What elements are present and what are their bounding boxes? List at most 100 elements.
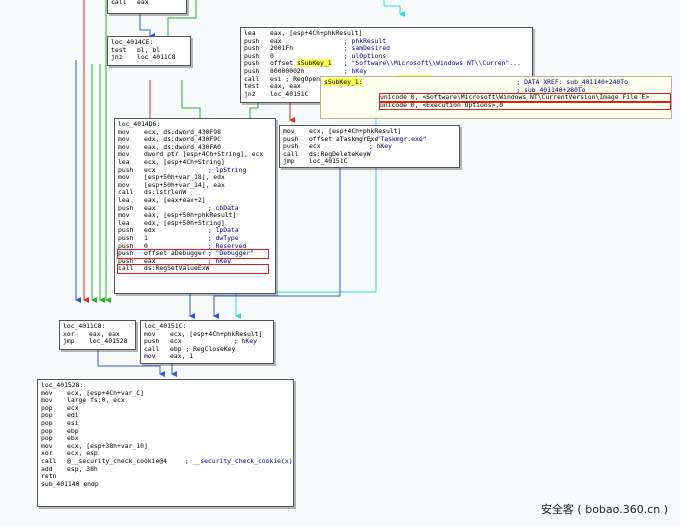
asm-operand[interactable]: eax, 1 bbox=[170, 352, 194, 361]
asm-operand[interactable]: esp, 38h bbox=[67, 464, 98, 473]
asm-operand[interactable]: 1 bbox=[144, 233, 148, 242]
asm-line[interactable]: mov[esp+50h+var_14], eax bbox=[118, 180, 272, 190]
asm-operand[interactable]: eax, [esp+4Ch+phkResult] bbox=[270, 29, 363, 37]
asm-operand[interactable]: eax, [eax+eax+2] bbox=[144, 195, 206, 204]
asm-label[interactable]: loc_40151C: bbox=[144, 322, 187, 330]
asm-operand[interactable]: edx, [esp+50h+String] bbox=[144, 218, 225, 227]
asm-line[interactable]: loc_4014CE: bbox=[111, 38, 187, 47]
asm-line[interactable]: loc_401528: bbox=[41, 381, 290, 390]
asm-operand[interactable]: offset aTaskmgrExe bbox=[309, 134, 379, 143]
asm-line[interactable]: retn bbox=[41, 473, 290, 481]
asm-operand[interactable]: ecx, ds:dword_430F98 bbox=[144, 127, 221, 136]
asm-line[interactable]: sub_401140 endp bbox=[41, 479, 290, 489]
asm-operand[interactable]: ecx bbox=[67, 403, 79, 412]
asm-operand[interactable]: 0 bbox=[144, 241, 148, 250]
asm-operand[interactable]: eax bbox=[137, 0, 149, 6]
asm-label[interactable]: loc_4011C8: bbox=[63, 322, 106, 330]
asm-operand[interactable]: offset aDebugger bbox=[144, 249, 206, 258]
asm-operand[interactable]: eax, ds:dword_430FA0 bbox=[144, 142, 221, 151]
asm-operand[interactable]: loc_40151C bbox=[309, 157, 348, 166]
asm-operand[interactable]: eax bbox=[144, 203, 156, 212]
asm-operand[interactable]: [esp+50h+var_18], edx bbox=[144, 173, 225, 182]
asm-operand[interactable]: [esp+50h+var_14], eax bbox=[144, 180, 225, 189]
asm-operand[interactable]: @__security_check_cookie@4 bbox=[67, 456, 168, 465]
asm-operand[interactable]: eax bbox=[144, 256, 156, 265]
asm-operand[interactable]: offset sSubKey_1 bbox=[270, 59, 332, 68]
asm-operand[interactable]: ebp bbox=[67, 426, 79, 435]
asm-label[interactable]: loc_401528: bbox=[41, 381, 84, 389]
asm-operand[interactable]: edi bbox=[67, 411, 79, 420]
asm-operand[interactable]: bl, bl bbox=[137, 45, 161, 54]
asm-operand[interactable]: 80000002h bbox=[270, 66, 305, 75]
asm-line[interactable]: loc_40151C: bbox=[144, 322, 270, 331]
asm-operand[interactable]: eax, [esp+50h+phkResult] bbox=[144, 211, 237, 220]
asm-operand[interactable]: esi bbox=[67, 418, 79, 427]
asm-line[interactable]: call@__security_check_cookie@4 ; __secur… bbox=[41, 456, 293, 466]
asm-operand[interactable]: ebp ; RegCloseKey bbox=[170, 344, 236, 353]
asm-operand[interactable]: ecx bbox=[170, 337, 182, 346]
asm-operand[interactable]: ecx, [esp+4Ch+String] bbox=[144, 157, 225, 166]
asm-operand[interactable]: ds:lstrlenW bbox=[144, 188, 187, 197]
asm-operand[interactable]: eax bbox=[270, 36, 282, 45]
asm-operand[interactable]: loc_4011C8 bbox=[137, 53, 176, 62]
asm-operand[interactable]: ecx, [esp+4Ch+phkResult] bbox=[309, 127, 402, 135]
asm-label[interactable]: loc_4014CE: bbox=[111, 38, 154, 46]
asm-operand[interactable]: eax, eax bbox=[89, 329, 120, 338]
asm-line[interactable]: mov[esp+50h+var_18], edx bbox=[118, 173, 272, 182]
asm-label[interactable]: sub_401140 endp bbox=[41, 479, 99, 488]
asm-line[interactable]: loc_4014D6: bbox=[118, 120, 272, 129]
asm-operand[interactable]: edx bbox=[144, 226, 156, 235]
asm-operand[interactable]: ecx, [esp+38h+var_10] bbox=[67, 441, 148, 450]
asm-operand[interactable]: 0 bbox=[270, 51, 274, 60]
asm-operand[interactable]: eax, eax bbox=[270, 82, 301, 91]
asm-operand[interactable]: ds:RegDeleteKeyW bbox=[309, 149, 371, 158]
asm-operand[interactable]: ecx bbox=[309, 142, 321, 151]
asm-operand[interactable]: ds:RegSetValueExW bbox=[144, 264, 210, 273]
asm-operand[interactable]: ecx, [esp+4Ch+var_C] bbox=[67, 388, 144, 397]
